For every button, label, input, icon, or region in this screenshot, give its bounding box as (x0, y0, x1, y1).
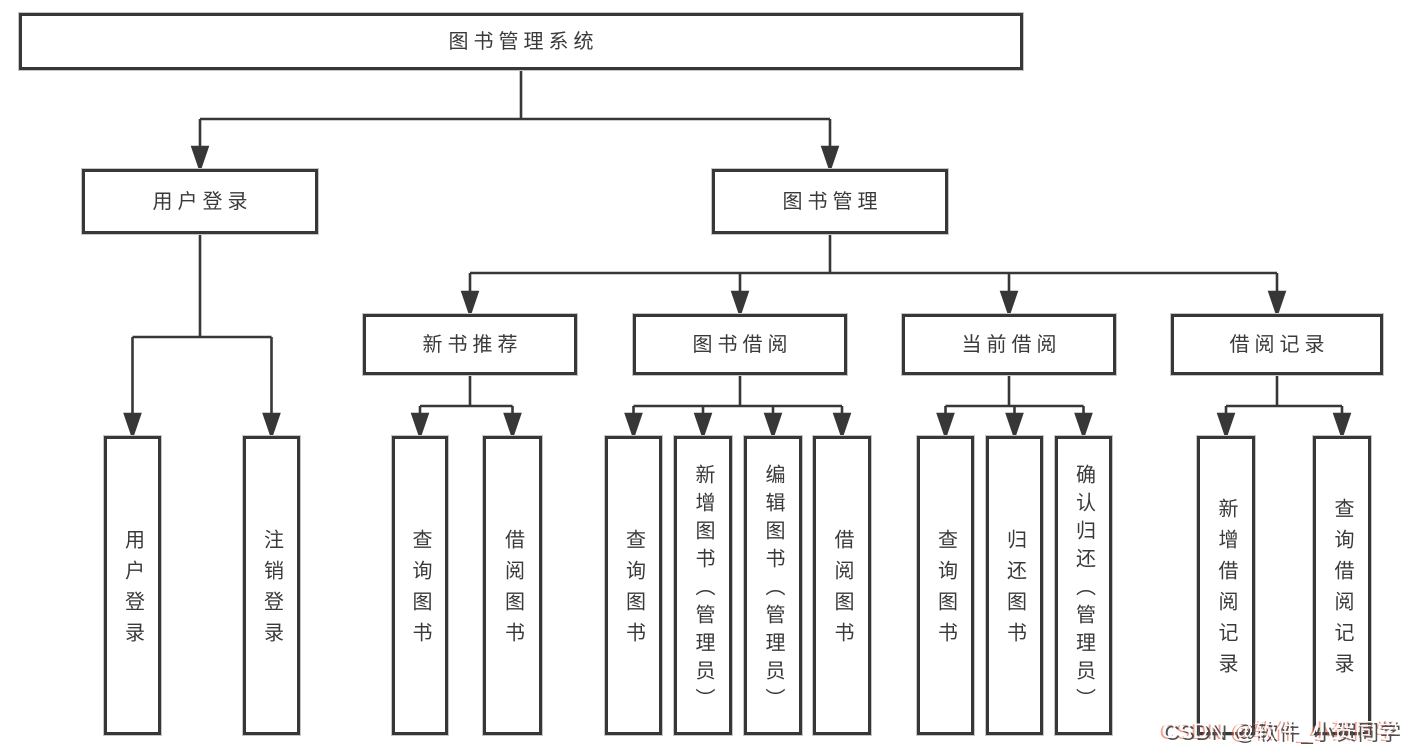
arrowhead-icon (999, 290, 1019, 319)
arrowhead-icon (624, 412, 643, 441)
node-current-borrow: 当前借阅 (902, 314, 1116, 375)
node-label: 借阅记录 (1229, 333, 1330, 356)
arrowhead-icon (190, 145, 210, 174)
arrowhead-icon (460, 290, 480, 319)
leaf-label: 查询图书 (622, 529, 645, 653)
leaf-user-login: 用户登录 (104, 436, 161, 735)
node-label: 用户登录 (152, 190, 253, 213)
node-label: 图书管理 (782, 190, 883, 213)
arrowhead-icon (832, 412, 852, 441)
leaf-query-books-recommend: 查询图书 (392, 436, 448, 735)
arrowhead-icon (820, 145, 840, 174)
leaf-label: 新增图书（管理员） (692, 463, 714, 716)
arrowhead-icon (1005, 412, 1024, 441)
node-label: 图书借阅 (692, 333, 793, 356)
branch-current-borrow (936, 375, 1093, 441)
arrowhead-icon (123, 412, 142, 441)
leaf-label: 借阅图书 (501, 529, 524, 653)
arrowhead-icon (1216, 412, 1236, 441)
arrowhead-icon (262, 412, 281, 441)
node-library-system: 图书管理系统 (19, 13, 1023, 70)
arrowhead-icon (763, 412, 783, 441)
leaf-query-books-current: 查询图书 (917, 436, 974, 735)
leaf-label: 编辑图书（管理员） (762, 463, 784, 716)
arrowhead-icon (936, 412, 955, 441)
node-user-login: 用户登录 (82, 169, 318, 234)
node-borrow-records: 借阅记录 (1171, 314, 1383, 375)
branch-user-login (123, 234, 281, 441)
leaf-query-borrow-record: 查询借阅记录 (1313, 436, 1371, 735)
leaf-label: 归还图书 (1003, 529, 1026, 653)
leaf-label: 新增借阅记录 (1215, 498, 1237, 684)
branch-borrow-records (1216, 375, 1352, 441)
leaf-label: 用户登录 (121, 529, 144, 653)
leaf-query-books-borrow: 查询图书 (605, 436, 662, 735)
branch-book-borrow (624, 375, 852, 441)
leaf-label: 查询借阅记录 (1331, 498, 1353, 684)
arrowhead-icon (693, 412, 713, 441)
leaf-borrow-books: 借阅图书 (813, 436, 871, 735)
leaf-label: 注销登录 (260, 529, 283, 653)
node-label: 当前借阅 (961, 333, 1062, 356)
watermark-prefix: CSDN @软件_ (1161, 720, 1311, 743)
leaf-edit-books-admin: 编辑图书（管理员） (744, 436, 802, 735)
arrowhead-icon (730, 290, 750, 319)
arrowhead-icon (1074, 412, 1093, 441)
arrowhead-icon (1267, 290, 1287, 319)
leaf-label: 确认归还（管理员） (1072, 463, 1095, 716)
leaf-confirm-return-admin: 确认归还（管理员） (1055, 436, 1112, 735)
arrowhead-icon (410, 412, 430, 441)
leaf-logout: 注销登录 (243, 436, 300, 735)
node-book-management: 图书管理 (712, 169, 948, 234)
leaf-borrow-books-recommend: 借阅图书 (483, 436, 542, 735)
watermark: CSDN @软件_小贺同学 (1162, 715, 1399, 745)
leaf-label: 查询图书 (409, 529, 431, 653)
leaf-return-books: 归还图书 (986, 436, 1043, 735)
leaf-add-books-admin: 新增图书（管理员） (674, 436, 732, 735)
arrowhead-icon (1332, 412, 1352, 441)
leaf-add-borrow-record: 新增借阅记录 (1197, 436, 1255, 735)
leaf-label: 借阅图书 (831, 529, 853, 653)
arrowhead-icon (503, 412, 522, 441)
branch-root (190, 70, 840, 174)
node-label: 新书推荐 (422, 333, 523, 356)
branch-new-book (410, 375, 522, 441)
branch-book-mgmt (460, 234, 1287, 319)
node-book-borrow: 图书借阅 (633, 314, 847, 375)
node-new-book-recommend: 新书推荐 (363, 314, 577, 375)
leaf-label: 查询图书 (934, 529, 957, 653)
node-label: 图书管理系统 (448, 30, 599, 53)
watermark-suffix: 小贺同学 (1311, 720, 1399, 743)
